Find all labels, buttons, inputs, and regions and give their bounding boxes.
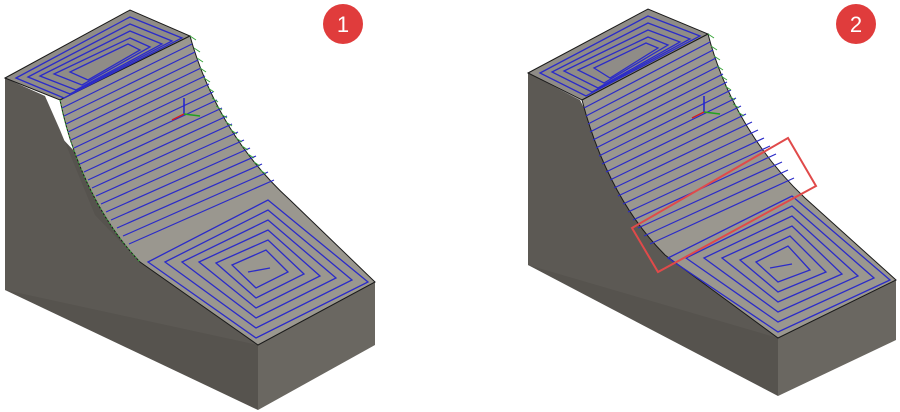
axis-triad [691, 96, 721, 119]
panel-2: 2 [526, 4, 897, 396]
block-front-face [258, 282, 375, 410]
badge-2-label: 2 [850, 12, 862, 37]
badge-1: 1 [323, 4, 363, 44]
bottom-spiral-toolpath [146, 199, 370, 339]
highlight-box [630, 136, 818, 274]
bottom-spiral-toolpath [666, 195, 892, 333]
lead-in-markers [707, 33, 745, 117]
top-spiral-toolpath [14, 16, 184, 99]
top-spiral-toolpath [538, 15, 702, 97]
block-front-face [778, 280, 896, 396]
block-curved-side [528, 73, 778, 338]
lead-in-markers [59, 35, 267, 263]
badge-1-label: 1 [337, 12, 349, 37]
badge-2: 2 [836, 4, 876, 44]
block-curved-side [5, 78, 258, 345]
curved-face [59, 35, 376, 346]
axis-triad [171, 98, 201, 121]
parallel-toolpath-lines [61, 43, 275, 245]
curved-face [581, 33, 897, 339]
panel-1: 1 [3, 4, 376, 410]
